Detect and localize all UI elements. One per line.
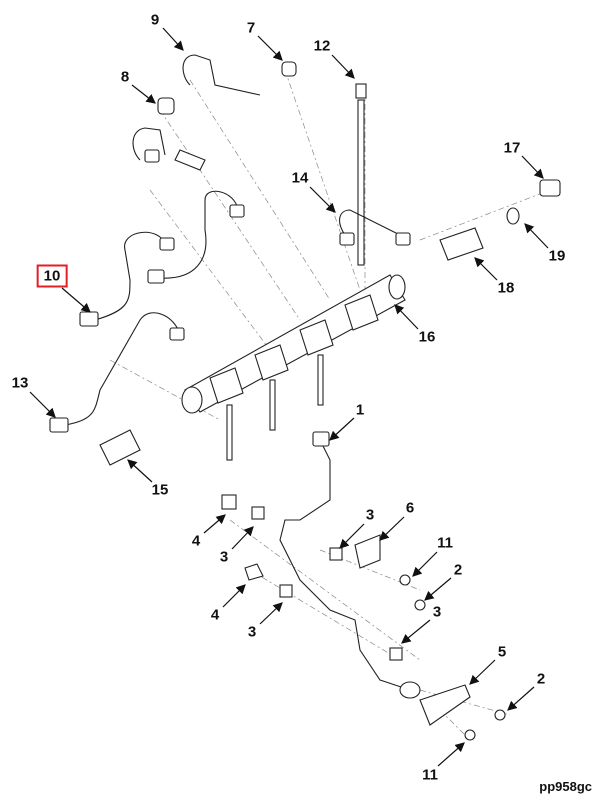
callout-14[interactable]: 14	[291, 169, 309, 187]
callout-3[interactable]: 3	[432, 603, 442, 621]
callout-8[interactable]: 8	[120, 68, 130, 86]
callout-4[interactable]: 4	[210, 606, 220, 624]
callout-11[interactable]: 11	[422, 766, 438, 784]
small-parts	[99, 61, 561, 741]
callout-10-highlighted[interactable]: 10	[36, 264, 68, 288]
callout-1[interactable]: 1	[355, 401, 365, 419]
fuel-rail	[181, 83, 406, 461]
callout-4[interactable]: 4	[191, 532, 201, 550]
callout-12[interactable]: 12	[313, 37, 331, 55]
callout-3[interactable]: 3	[247, 623, 257, 641]
callout-5[interactable]: 5	[497, 643, 507, 661]
callout-19[interactable]: 19	[548, 247, 566, 265]
callout-15[interactable]: 15	[151, 481, 169, 499]
callout-3[interactable]: 3	[219, 548, 229, 566]
callout-13[interactable]: 13	[11, 374, 29, 392]
center-lines	[109, 69, 551, 741]
leader-arrows	[29, 27, 549, 767]
callout-18[interactable]: 18	[497, 279, 515, 297]
callout-2[interactable]: 2	[536, 670, 546, 688]
callout-16[interactable]: 16	[418, 328, 436, 346]
callout-7[interactable]: 7	[246, 19, 256, 37]
callout-6[interactable]: 6	[405, 499, 415, 517]
callout-9[interactable]: 9	[150, 11, 160, 29]
fuel-lines	[49, 54, 421, 699]
callout-17[interactable]: 17	[503, 139, 521, 157]
figure-id: pp958gc	[539, 779, 592, 794]
callout-3[interactable]: 3	[365, 506, 375, 524]
callout-2[interactable]: 2	[453, 561, 463, 579]
callout-11[interactable]: 11	[437, 534, 453, 552]
